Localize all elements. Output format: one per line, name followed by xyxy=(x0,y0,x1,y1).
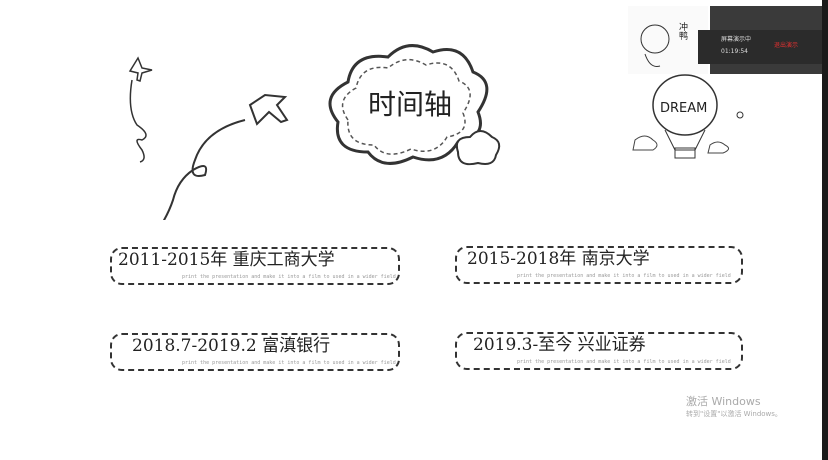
airplane-doodles xyxy=(128,56,289,220)
card-subtitle: print the presentation and make it into … xyxy=(517,359,731,365)
card-title: 2018.7-2019.2 富滇银行 xyxy=(132,336,331,356)
card-title: 2019.3-至今 兴业证券 xyxy=(473,335,646,355)
card-title: 2011-2015年 重庆工商大学 xyxy=(118,250,335,270)
trail-line xyxy=(129,79,147,163)
presenting-time: 01:19:54 xyxy=(721,48,748,55)
balloon-text: DREAM xyxy=(660,101,707,116)
card-subtitle: print the presentation and make it into … xyxy=(182,274,396,280)
presentation-bar: 屏幕演示中 01:19:54 退出演示 xyxy=(698,30,822,64)
cloud-frame xyxy=(328,44,501,166)
timeline-card-4: 2019.3-至今 兴业证券 print the presentation an… xyxy=(455,332,743,370)
card-subtitle: print the presentation and make it into … xyxy=(517,273,731,279)
sticker-text: 冲鸭 xyxy=(677,22,687,40)
timeline-card-1: 2011-2015年 重庆工商大学 print the presentation… xyxy=(110,247,400,285)
large-airplane-icon xyxy=(248,93,289,126)
trail-line xyxy=(162,119,246,220)
card-title: 2015-2018年 南京大学 xyxy=(467,249,650,269)
presenting-status: 屏幕演示中 xyxy=(721,36,752,43)
screen-edge xyxy=(822,0,828,460)
hot-air-balloon-doodle: DREAM xyxy=(632,74,744,159)
timeline-card-2: 2015-2018年 南京大学 print the presentation a… xyxy=(455,246,743,284)
sticker-thumbnail: 冲鸭 xyxy=(628,6,708,74)
page-title: 时间轴 xyxy=(368,88,453,121)
small-airplane-icon xyxy=(128,56,153,82)
exit-presentation-button[interactable]: 退出演示 xyxy=(774,42,799,49)
activation-title: 激活 Windows xyxy=(686,395,761,408)
activation-hint: 转到"设置"以激活 Windows。 xyxy=(686,410,782,418)
timeline-card-3: 2018.7-2019.2 富滇银行 print the presentatio… xyxy=(110,333,400,371)
card-subtitle: print the presentation and make it into … xyxy=(182,360,396,366)
